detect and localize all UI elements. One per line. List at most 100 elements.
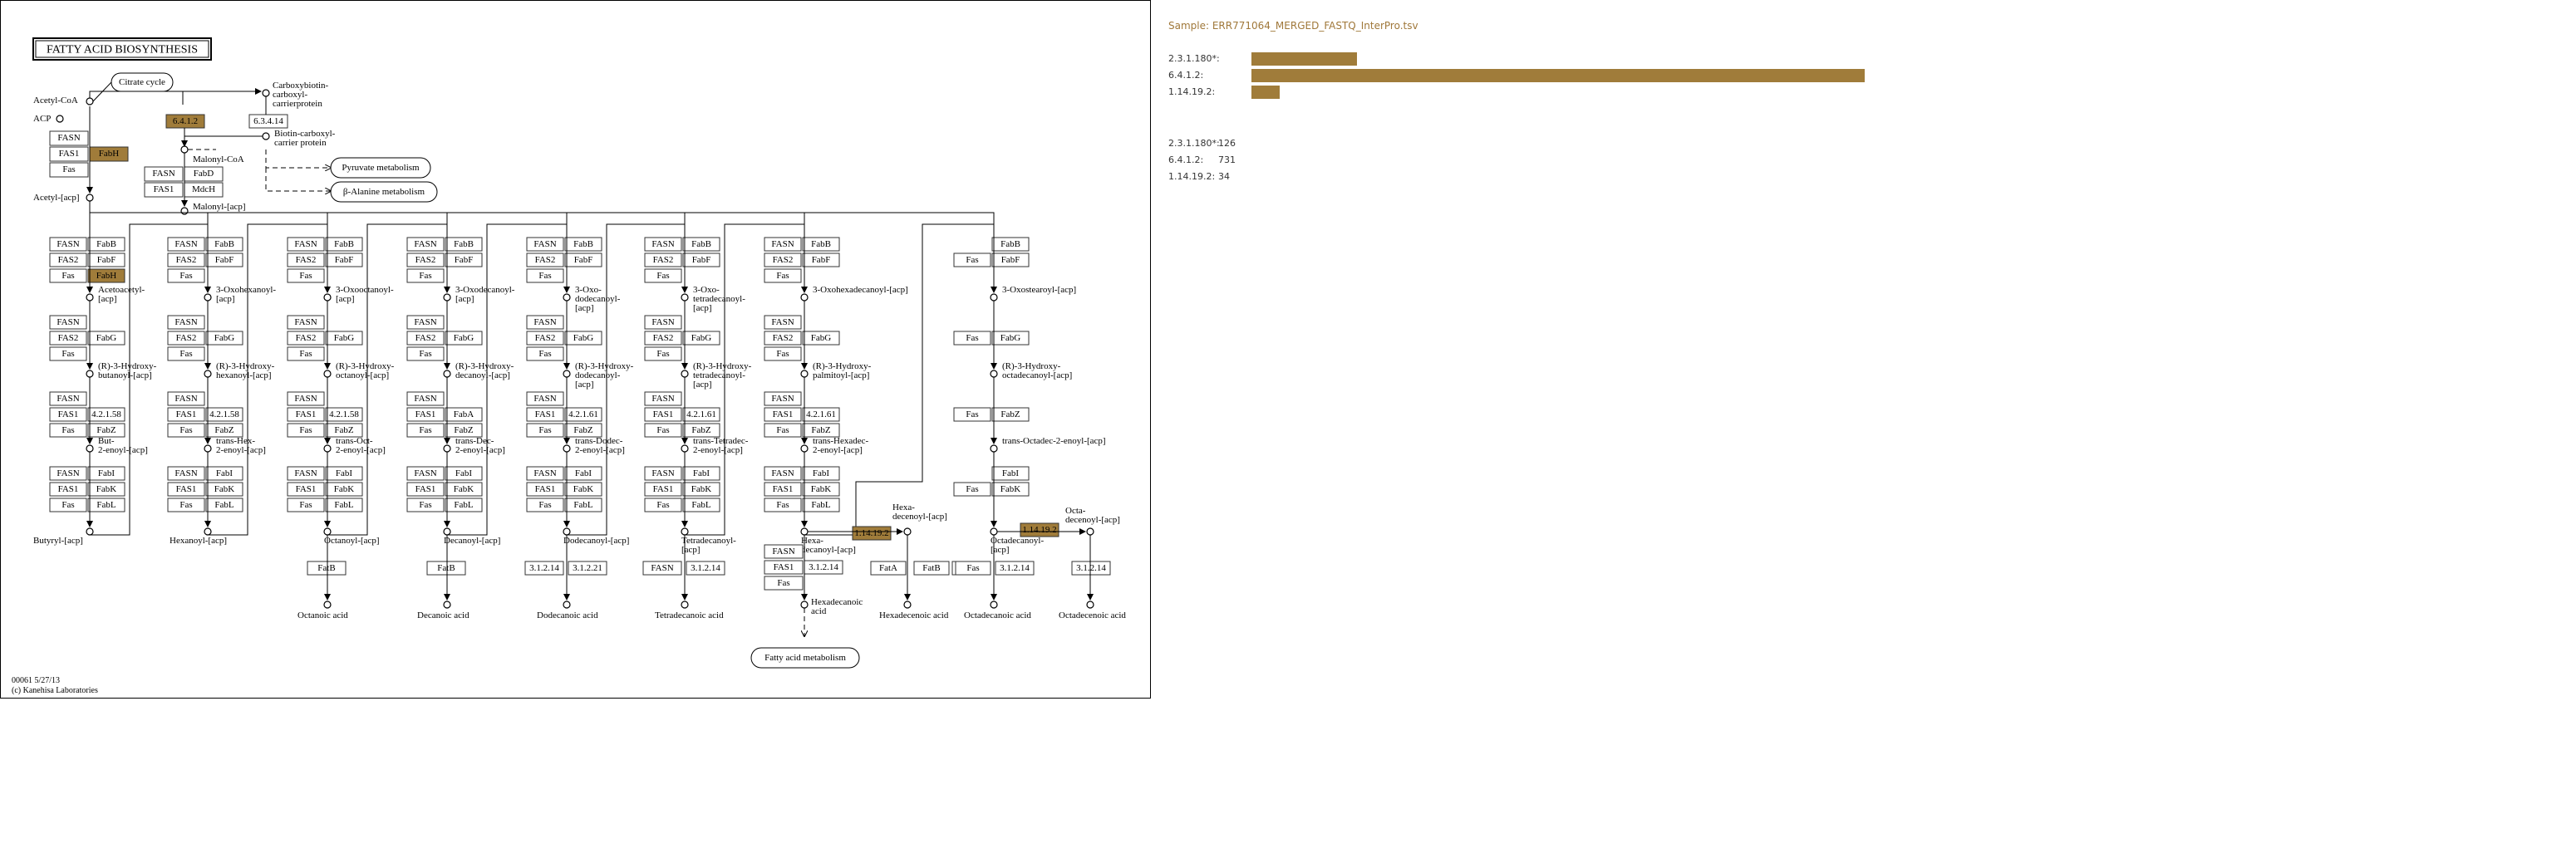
enzyme-fasn[interactable] [49,391,87,406]
enzyme-fas2[interactable] [406,252,445,267]
hexadecanoic-acid-node[interactable] [800,601,809,609]
enzyme-fabz[interactable] [991,407,1030,422]
intermediate-node[interactable] [681,527,689,536]
enzyme-fasn[interactable] [764,544,804,559]
intermediate-node[interactable] [443,527,451,536]
intermediate-node[interactable] [204,293,212,302]
enzyme-fabi[interactable] [445,466,483,481]
intermediate-node[interactable] [204,527,212,536]
intermediate-node[interactable] [443,370,451,378]
enzyme-fabg[interactable] [445,331,483,346]
enzyme-ec_31221[interactable] [568,561,607,576]
enzyme-fas2[interactable] [167,331,205,346]
enzyme-fas[interactable] [526,423,564,438]
enzyme-fas[interactable] [764,423,802,438]
enzyme-fas2[interactable] [644,331,682,346]
enzyme-fabk[interactable] [325,482,363,497]
enzyme-fas1[interactable] [167,482,205,497]
biotin-carrier-node[interactable] [262,132,270,140]
enzyme-ec_42158[interactable] [325,407,363,422]
enzyme-ec_312114[interactable] [524,561,564,576]
enzyme-fas[interactable] [406,423,445,438]
enzyme-fas2[interactable] [406,331,445,346]
enzyme-fas[interactable] [49,162,89,178]
enzyme-fas1[interactable] [764,482,802,497]
enzyme-fabb[interactable] [205,237,243,252]
enzyme-fas[interactable] [526,268,564,283]
intermediate-node[interactable] [86,370,94,378]
enzyme-fabi[interactable] [325,466,363,481]
enzyme-fasn[interactable] [49,315,87,330]
enzyme-fabg[interactable] [682,331,720,346]
intermediate-node[interactable] [443,444,451,453]
enzyme-fabk[interactable] [682,482,720,497]
enzyme-fas[interactable] [764,576,804,591]
enzyme-fas1[interactable] [287,482,325,497]
enzyme-fas[interactable] [167,423,205,438]
enzyme-fabi[interactable] [87,466,125,481]
enzyme-fas1[interactable] [644,482,682,497]
enzyme-fas[interactable] [406,346,445,361]
enzyme-fasn[interactable] [167,391,205,406]
enzyme-fas[interactable] [526,498,564,512]
enzyme-fabb[interactable] [802,237,840,252]
enzyme-fas1[interactable] [406,407,445,422]
enzyme-fas[interactable] [953,331,991,346]
enzyme-fasn[interactable] [406,237,445,252]
enzyme-fasn[interactable] [167,466,205,481]
enzyme-fas[interactable] [287,423,325,438]
enzyme-3-1-2-14[interactable] [1071,561,1111,576]
enzyme-fasn[interactable] [764,237,802,252]
beta-alanine-link[interactable] [330,181,438,203]
enzyme-fas[interactable] [764,268,802,283]
octadecenoic-acid-node[interactable] [1086,601,1094,609]
enzyme-fas[interactable] [644,268,682,283]
pyruvate-metabolism-link[interactable] [330,157,431,179]
fatty-acid-node[interactable] [443,601,451,609]
enzyme-fas2[interactable] [287,331,325,346]
intermediate-node[interactable] [800,527,809,536]
enzyme-fas[interactable] [287,346,325,361]
enzyme-fabg[interactable] [802,331,840,346]
enzyme-fabz[interactable] [445,423,483,438]
enzyme-fabb[interactable] [682,237,720,252]
enzyme-ec_312114[interactable] [686,561,725,576]
enzyme-fabf[interactable] [325,252,363,267]
enzyme-fas2[interactable] [49,331,87,346]
enzyme-ec_42161[interactable] [802,407,840,422]
enzyme-fas1[interactable] [526,482,564,497]
enzyme-faba[interactable] [445,407,483,422]
intermediate-node[interactable] [86,444,94,453]
enzyme-ec_312114[interactable] [995,561,1035,576]
enzyme-fabk[interactable] [802,482,840,497]
enzyme-fasn[interactable] [644,315,682,330]
enzyme-fabf[interactable] [682,252,720,267]
enzyme-fasn[interactable] [287,315,325,330]
enzyme-fasn[interactable] [406,391,445,406]
enzyme-fabk[interactable] [445,482,483,497]
fatty-acid-node[interactable] [681,601,689,609]
enzyme-fabl[interactable] [87,498,125,512]
enzyme-fabi[interactable] [802,466,840,481]
intermediate-node[interactable] [86,293,94,302]
enzyme-fas[interactable] [526,346,564,361]
intermediate-node[interactable] [204,370,212,378]
enzyme-fasn[interactable] [644,237,682,252]
enzyme-fabl[interactable] [205,498,243,512]
enzyme-ec_42161[interactable] [682,407,720,422]
enzyme-fabk[interactable] [991,482,1030,497]
enzyme-fabl[interactable] [325,498,363,512]
intermediate-node[interactable] [990,370,998,378]
enzyme-fas[interactable] [287,498,325,512]
enzyme-fabl[interactable] [802,498,840,512]
enzyme-ec_42158[interactable] [87,407,125,422]
enzyme-6-4-1-2[interactable] [165,114,205,129]
octadecenoyl-node[interactable] [1086,527,1094,536]
malonyl-coa-node[interactable] [180,145,189,154]
enzyme-fabf[interactable] [802,252,840,267]
enzyme-1-14-19-2[interactable] [852,526,892,541]
enzyme-fabf[interactable] [445,252,483,267]
acetyl-acp-node[interactable] [86,194,94,202]
intermediate-node[interactable] [681,370,689,378]
intermediate-node[interactable] [563,444,571,453]
